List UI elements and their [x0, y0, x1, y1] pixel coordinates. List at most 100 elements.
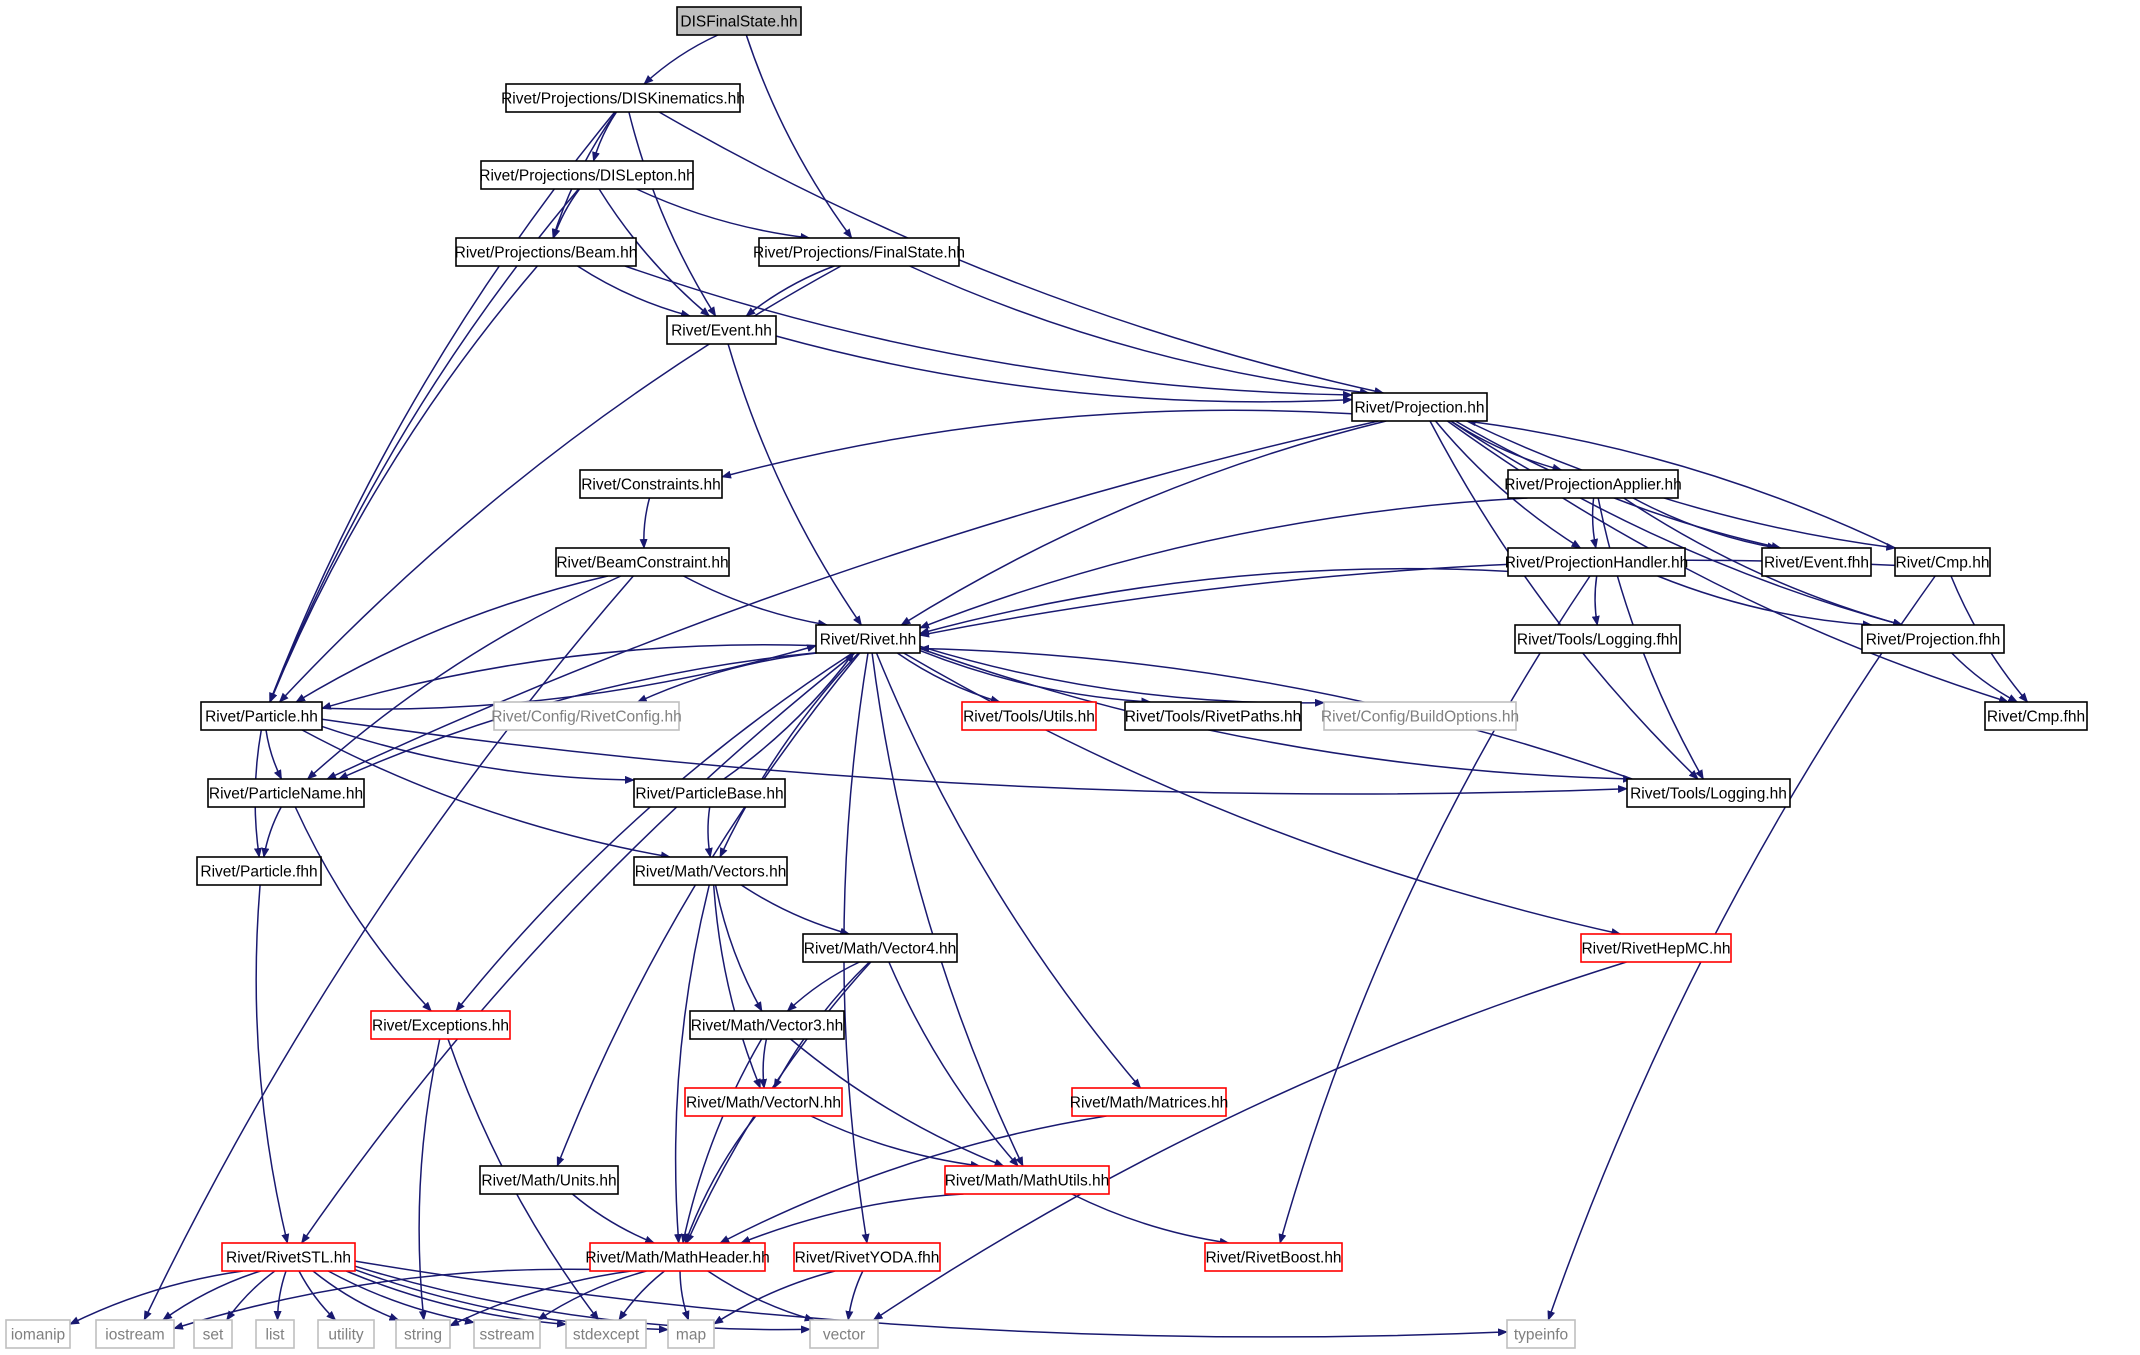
node-pname[interactable]: Rivet/ParticleName.hh — [207, 778, 365, 808]
node-diskin[interactable]: Rivet/Projections/DISKinematics.hh — [501, 83, 745, 113]
node-map[interactable]: map — [667, 1319, 715, 1349]
node-label: map — [676, 1327, 706, 1344]
node-box — [793, 1242, 941, 1272]
node-label: Rivet/RivetBoost.hh — [1205, 1250, 1341, 1267]
edge-rivet-to-rstl — [300, 652, 856, 1244]
edge-beam-to-proj — [624, 265, 1353, 399]
node-label: Rivet/Math/MathUtils.hh — [945, 1173, 1110, 1190]
node-matrices[interactable]: Rivet/Math/Matrices.hh — [1070, 1087, 1229, 1117]
node-fs[interactable]: Rivet/Projections/FinalState.hh — [753, 237, 965, 267]
node-rivetconfig[interactable]: Rivet/Config/RivetConfig.hh — [491, 701, 682, 731]
node-exc[interactable]: Rivet/Exceptions.hh — [370, 1010, 511, 1040]
node-vector[interactable]: vector — [809, 1319, 879, 1349]
node-cmp[interactable]: Rivet/Cmp.hh — [1894, 547, 1991, 577]
node-vecn[interactable]: Rivet/Math/VectorN.hh — [684, 1087, 843, 1117]
node-units[interactable]: Rivet/Math/Units.hh — [479, 1165, 619, 1195]
node-event[interactable]: Rivet/Event.hh — [666, 315, 777, 345]
node-proj[interactable]: Rivet/Projection.hh — [1351, 392, 1488, 422]
node-dislep[interactable]: Rivet/Projections/DISLepton.hh — [479, 160, 695, 190]
node-list[interactable]: list — [255, 1319, 295, 1349]
node-vectors[interactable]: Rivet/Math/Vectors.hh — [633, 856, 788, 886]
node-dfs[interactable]: DISFinalState.hh — [676, 6, 802, 36]
node-buildopts[interactable]: Rivet/Config/BuildOptions.hh — [1321, 701, 1519, 731]
node-sstream[interactable]: sstream — [473, 1319, 541, 1349]
edge-rstl-to-string — [312, 1270, 400, 1321]
edge-event-to-proj — [775, 335, 1353, 405]
node-logging[interactable]: Rivet/Tools/Logging.hh — [1626, 778, 1791, 808]
edge-diskin-to-dislep — [592, 111, 618, 162]
node-label: Rivet/Config/RivetConfig.hh — [491, 709, 681, 726]
edge-rstl-to-vector — [354, 1265, 811, 1334]
node-utils[interactable]: Rivet/Tools/Utils.hh — [961, 701, 1097, 731]
node-box — [555, 547, 730, 577]
node-constr[interactable]: Rivet/Constraints.hh — [579, 469, 723, 499]
node-projapp[interactable]: Rivet/ProjectionApplier.hh — [1504, 469, 1682, 499]
edge-proj-to-constr — [721, 409, 1353, 479]
node-box — [676, 6, 802, 36]
node-label: Rivet/Math/MathHeader.hh — [585, 1250, 769, 1267]
node-set[interactable]: set — [193, 1319, 233, 1349]
node-pfhh[interactable]: Rivet/Particle.fhh — [196, 856, 322, 886]
node-mathutils[interactable]: Rivet/Math/MathUtils.hh — [944, 1165, 1110, 1195]
node-utility[interactable]: utility — [317, 1319, 375, 1349]
node-logfhh[interactable]: Rivet/Tools/Logging.fhh — [1514, 624, 1681, 654]
node-label: Rivet/Rivet.hh — [820, 632, 916, 649]
node-mathheader[interactable]: Rivet/Math/MathHeader.hh — [585, 1242, 770, 1272]
edge-beamc-to-iostream — [143, 575, 634, 1321]
node-label: Rivet/Projections/DISKinematics.hh — [501, 91, 745, 108]
node-beamc[interactable]: Rivet/BeamConstraint.hh — [555, 547, 730, 577]
node-vec3[interactable]: Rivet/Math/Vector3.hh — [689, 1010, 845, 1040]
node-iostream[interactable]: iostream — [95, 1319, 175, 1349]
node-box — [667, 1319, 715, 1349]
edge-projfhh-to-cmpfhh — [1951, 652, 2019, 703]
node-box — [479, 1165, 619, 1195]
node-string[interactable]: string — [395, 1319, 451, 1349]
edge-rivet-to-particle — [321, 644, 817, 710]
node-iomanip[interactable]: iomanip — [5, 1319, 71, 1349]
node-label: Rivet/Math/Units.hh — [481, 1173, 616, 1190]
node-box — [1506, 1319, 1576, 1349]
edge-projhand-to-rivet — [919, 567, 1509, 636]
node-box — [193, 1319, 233, 1349]
edge-particle-to-vectors — [301, 729, 671, 860]
node-label: Rivet/Particle.hh — [205, 709, 318, 726]
node-label: Rivet/ProjectionHandler.hh — [1505, 555, 1689, 572]
node-beam[interactable]: Rivet/Projections/Beam.hh — [455, 237, 638, 267]
node-eventfhh[interactable]: Rivet/Event.fhh — [1761, 547, 1872, 577]
edge-particle-to-logging — [321, 718, 1628, 795]
edge-matrices-to-mathheader — [719, 1115, 1107, 1244]
node-box — [684, 1087, 843, 1117]
node-rstl[interactable]: Rivet/RivetSTL.hh — [221, 1242, 356, 1272]
node-stdexcept[interactable]: stdexcept — [565, 1319, 647, 1349]
node-label: Rivet/Cmp.fhh — [1987, 709, 2085, 726]
node-vec4[interactable]: Rivet/Math/Vector4.hh — [802, 933, 958, 963]
node-pbase[interactable]: Rivet/ParticleBase.hh — [633, 778, 786, 808]
node-label: Rivet/ParticleName.hh — [209, 786, 363, 803]
node-yoda[interactable]: Rivet/RivetYODA.fhh — [793, 1242, 941, 1272]
node-boost[interactable]: Rivet/RivetBoost.hh — [1204, 1242, 1343, 1272]
node-particle[interactable]: Rivet/Particle.hh — [200, 701, 323, 731]
node-label: iomanip — [11, 1327, 65, 1344]
node-rivet[interactable]: Rivet/Rivet.hh — [815, 624, 921, 654]
node-label: list — [266, 1327, 286, 1344]
node-box — [200, 701, 323, 731]
node-box — [758, 237, 960, 267]
node-box — [1507, 469, 1679, 499]
edge-vectors-to-vec3 — [714, 884, 763, 1012]
edge-pfhh-to-rstl — [255, 884, 290, 1244]
node-projfhh[interactable]: Rivet/Projection.fhh — [1861, 624, 2005, 654]
edge-vec3-to-vecn — [759, 1038, 768, 1089]
node-rivetpaths[interactable]: Rivet/Tools/RivetPaths.hh — [1124, 701, 1302, 731]
node-cmpfhh[interactable]: Rivet/Cmp.fhh — [1984, 701, 2088, 731]
node-hepmc[interactable]: Rivet/RivetHepMC.hh — [1580, 933, 1732, 963]
node-box — [5, 1319, 71, 1349]
node-box — [207, 778, 365, 808]
edge-vecn-to-mathheader — [684, 1115, 757, 1244]
node-typeinfo[interactable]: typeinfo — [1506, 1319, 1576, 1349]
node-label: Rivet/Math/VectorN.hh — [686, 1095, 841, 1112]
node-box — [666, 315, 777, 345]
edge-beamc-to-rivet — [683, 575, 828, 628]
node-box — [505, 83, 741, 113]
node-projhand[interactable]: Rivet/ProjectionHandler.hh — [1505, 547, 1689, 577]
